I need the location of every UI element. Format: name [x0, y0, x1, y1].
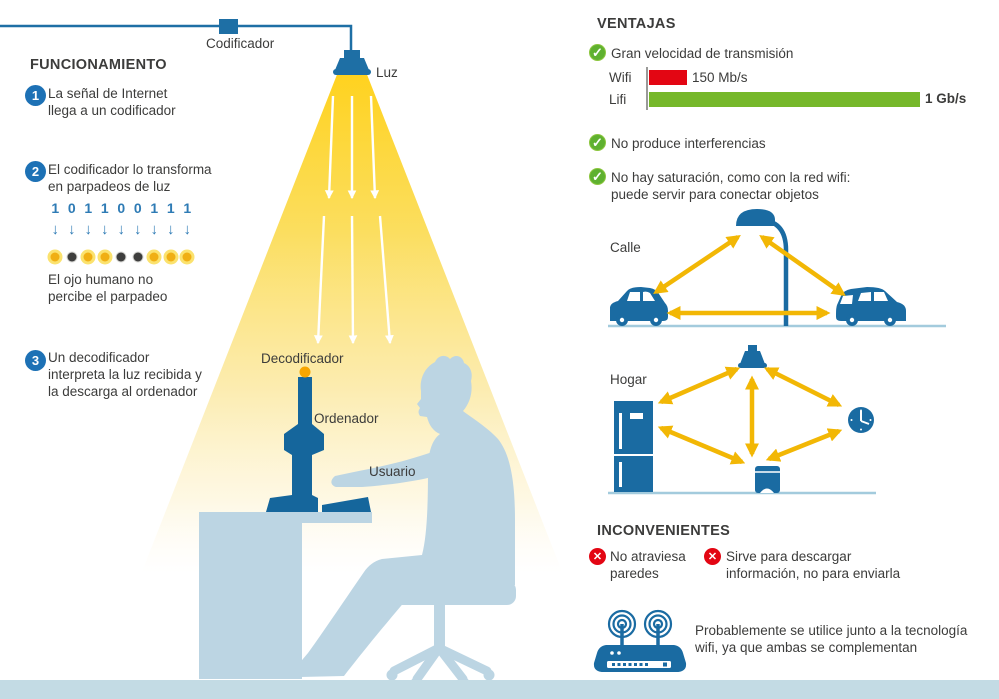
- inconvenientes-title: INCONVENIENTES: [597, 523, 731, 539]
- usuario-label: Usuario: [369, 464, 416, 479]
- light-dot: [113, 248, 130, 265]
- decoder-label: Decodificador: [261, 351, 344, 366]
- ventaja-3-text: No hay saturación, como con la red wifi:…: [611, 170, 851, 202]
- bit-digit: 0: [117, 200, 126, 216]
- down-arrow-icon: ↓: [134, 221, 142, 238]
- router-note: Probablemente se utilice junto a la tecn…: [695, 623, 968, 655]
- step-1-text: La señal de Internet llega a un codifica…: [48, 86, 176, 118]
- hogar-links: [657, 366, 843, 465]
- calle-diagram: [608, 209, 946, 328]
- streetlight-icon: [736, 209, 789, 326]
- step-3-text: Un decodificador interpreta la luz recib…: [48, 350, 202, 399]
- user-silhouette: [294, 355, 515, 677]
- computer: [266, 366, 371, 512]
- footer-band: [0, 680, 999, 699]
- monitor: [266, 377, 324, 512]
- hogar-diagram: [608, 345, 876, 495]
- ordenador-label: Ordenador: [314, 411, 379, 426]
- bit-digit: 0: [133, 200, 142, 216]
- bit-digit: 1: [100, 200, 109, 216]
- light-rays: [313, 95, 394, 345]
- lamp-icon: [333, 50, 371, 75]
- ventaja-2-text: No produce interferencias: [611, 136, 766, 151]
- chart-axis: [646, 67, 648, 110]
- wifi-label: Wifi: [609, 70, 632, 85]
- check-icon: ✓: [589, 134, 606, 151]
- keyboard: [322, 497, 371, 512]
- down-arrow-icon: ↓: [101, 221, 109, 238]
- binary-lights-row: [47, 248, 196, 265]
- check-icon: ✓: [589, 168, 606, 185]
- bit-digit: 1: [166, 200, 175, 216]
- funcionamiento-title: FUNCIONAMIENTO: [30, 57, 167, 73]
- step-2-badge: 2: [25, 161, 46, 182]
- light-dot: [130, 248, 147, 265]
- wifi-bar: [649, 70, 687, 85]
- internet-line: [0, 19, 353, 52]
- check-icon: ✓: [589, 44, 606, 61]
- clock-icon: [848, 407, 874, 433]
- calle-label: Calle: [610, 240, 641, 255]
- bit-digit: 0: [67, 200, 76, 216]
- car-left-icon: [610, 287, 668, 326]
- lifi-bar: [649, 92, 920, 107]
- light-dot: [97, 248, 114, 265]
- bit-digit: 1: [150, 200, 159, 216]
- down-arrow-icon: ↓: [51, 221, 60, 238]
- light-dot: [179, 248, 196, 265]
- lifi-label: Lifi: [609, 92, 627, 107]
- step-1-badge: 1: [25, 85, 46, 106]
- luz-label: Luz: [376, 65, 398, 80]
- step-3-badge: 3: [25, 350, 46, 371]
- decoder-dot: [299, 366, 311, 378]
- ventaja-1-text: Gran velocidad de transmisión: [611, 46, 794, 61]
- light-dot: [146, 248, 163, 265]
- desk: [199, 512, 372, 679]
- router-icon: [593, 609, 687, 672]
- bit-digit: 1: [84, 200, 93, 216]
- bit-digit: 1: [51, 200, 60, 216]
- cross-icon: ✕: [589, 548, 606, 565]
- eye-note: El ojo humano no percibe el parpadeo: [48, 272, 168, 304]
- calle-links: [653, 234, 846, 320]
- ceiling-lamp-icon: [738, 345, 767, 368]
- fridge-icon: [614, 401, 653, 492]
- down-arrow-icon: ↓: [68, 221, 76, 238]
- binary-arrows-row: ↓ ↓ ↓ ↓ ↓ ↓ ↓ ↓ ↓: [47, 221, 196, 238]
- car-right-icon: [836, 287, 906, 326]
- light-dot: [47, 248, 64, 265]
- down-arrow-icon: ↓: [183, 221, 192, 238]
- hogar-label: Hogar: [610, 372, 647, 387]
- speed-chart: Wifi Lifi 150 Mb/s 1 Gb/s: [608, 66, 968, 112]
- inconveniente-2-text: Sirve para descargar información, no par…: [726, 549, 901, 581]
- down-arrow-icon: ↓: [84, 221, 93, 238]
- encoder-box: [219, 19, 238, 34]
- ventajas-title: VENTAJAS: [597, 16, 676, 32]
- bit-digit: 1: [183, 200, 192, 216]
- cross-icon: ✕: [704, 548, 721, 565]
- encoder-label: Codificador: [206, 36, 275, 51]
- device-icon: [755, 466, 780, 493]
- down-arrow-icon: ↓: [150, 221, 159, 238]
- wifi-value: 150 Mb/s: [692, 70, 748, 85]
- down-arrow-icon: ↓: [167, 221, 175, 238]
- light-dot: [64, 248, 81, 265]
- light-dot: [163, 248, 180, 265]
- lifi-value: 1 Gb/s: [925, 91, 967, 106]
- down-arrow-icon: ↓: [117, 221, 126, 238]
- light-dot: [80, 248, 97, 265]
- step-2-text: El codificador lo transforma en parpadeo…: [48, 162, 212, 194]
- inconveniente-1-text: No atraviesa paredes: [610, 549, 686, 581]
